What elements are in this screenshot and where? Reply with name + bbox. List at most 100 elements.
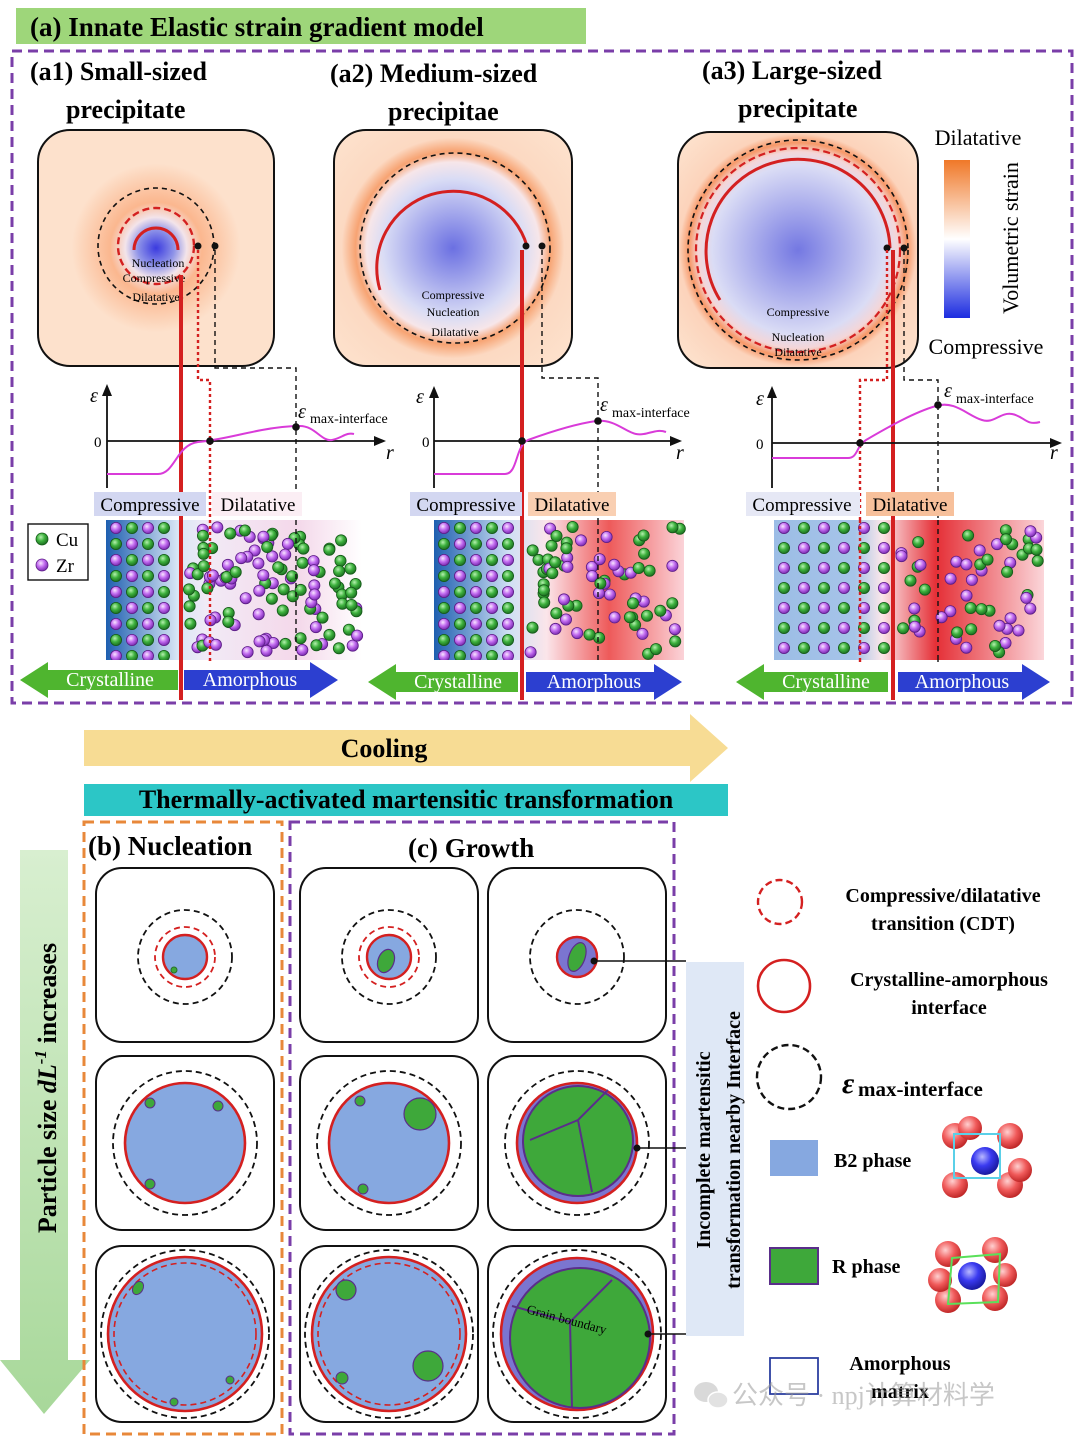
cu-atom: [798, 522, 811, 535]
colorbar-top-label: Dilatative: [935, 125, 1022, 150]
zr-atom: [209, 638, 222, 651]
cu-atom: [157, 554, 170, 567]
cu-atom: [197, 547, 210, 560]
cu-atom: [261, 541, 274, 554]
cu-atom: [666, 521, 679, 534]
zr-atom: [603, 588, 616, 601]
cu-atom: [550, 530, 563, 543]
zr-atom: [914, 559, 927, 572]
a3-emax: ε: [944, 380, 952, 402]
cu-atom: [501, 570, 514, 583]
cu-atom: [323, 543, 336, 556]
particle-size-label: Particle size dL-1 increases: [31, 943, 62, 1233]
zr-atom: [501, 586, 514, 599]
zr-atom: [878, 582, 891, 595]
a1-amorphous-label: Amorphous: [203, 669, 298, 691]
cu-atom: [486, 650, 498, 660]
cu-atom: [962, 529, 975, 542]
zr-atom: [110, 586, 123, 599]
zr-atom: [558, 593, 571, 606]
zr-atom: [935, 611, 948, 624]
zr-atom: [524, 646, 537, 659]
a1-crystalline-label: Crystalline: [66, 669, 154, 691]
zr-atom: [141, 522, 154, 535]
atom-cu-label: Cu: [56, 530, 79, 551]
cu-atom: [222, 615, 235, 628]
thermal-title-bg: [84, 784, 728, 816]
panel-a3-label-1: (a3) Large-sized: [702, 56, 882, 85]
zr-atom: [437, 554, 450, 567]
a3-label-compressive: Compressive: [767, 305, 830, 319]
zr-atom: [485, 570, 498, 583]
a2-emax: ε: [600, 394, 608, 416]
graph-a1: ε 0 r ε max-interface: [90, 384, 394, 488]
cu-atom: [654, 604, 667, 617]
cu-atom: [110, 538, 123, 551]
cu-atom: [310, 639, 323, 652]
section-c-title: (c) Growth: [408, 833, 534, 863]
cu-atom: [1001, 565, 1014, 578]
a1-emax-sub: max-interface: [310, 412, 388, 427]
zr-atom: [279, 548, 292, 561]
zr-atom: [206, 569, 219, 582]
cu-atom: [126, 522, 139, 535]
cu-atom: [294, 583, 307, 596]
zr-atom: [157, 634, 170, 647]
cu-atom: [141, 570, 154, 583]
cu-atom: [126, 650, 138, 660]
zr-atom: [593, 553, 606, 566]
zr-atom: [818, 602, 831, 615]
a1-label-compressive: Compressive: [123, 271, 186, 285]
a3-label-dilatative: Dilatative: [774, 345, 821, 359]
c-row3-cell-a: [299, 1245, 479, 1423]
a2-label-nucleation: Nucleation: [427, 305, 480, 319]
zr-atom: [858, 522, 871, 535]
cu-atom: [286, 570, 299, 583]
cu-atom: [1000, 533, 1013, 546]
legend-cai-line2: interface: [911, 997, 987, 1019]
cu-atom: [141, 602, 154, 615]
cu-atom: [583, 628, 596, 641]
a3-label-nucleation: Nucleation: [772, 330, 825, 344]
cu-atom: [526, 621, 539, 634]
cu-atom: [650, 643, 663, 656]
a1-emax: ε: [298, 401, 306, 423]
zr-atom: [798, 582, 811, 595]
cu-atom: [1030, 543, 1043, 556]
cu-atom: [333, 565, 346, 578]
atom-legend: Cu Zr: [27, 523, 89, 581]
cu-atom: [469, 602, 482, 615]
zr-atom: [253, 635, 266, 648]
cu-atom: [798, 562, 811, 575]
a1-region-compressive: Compressive: [100, 495, 199, 516]
cu-atom: [158, 650, 170, 660]
zr-atom: [437, 618, 450, 631]
zr-atom: [878, 542, 891, 555]
cu-atom: [272, 561, 285, 574]
incomplete-line1: Incomplete martensitic: [693, 1051, 715, 1248]
zr-atom: [351, 629, 364, 642]
colorbar-axis-label: Volumetric strain: [998, 162, 1023, 314]
a2-compressive-bg: [410, 492, 522, 516]
arrows-a2: Crystalline Amorphous: [368, 664, 682, 700]
cu-atom: [594, 577, 607, 590]
a2-region-compressive: Compressive: [416, 495, 515, 516]
cu-atom: [643, 564, 656, 577]
cu-atom: [110, 634, 123, 647]
legend-am-line1: Amorphous: [849, 1353, 950, 1375]
zr-atom: [469, 586, 482, 599]
cu-atom: [912, 536, 925, 549]
cu-atom: [904, 574, 917, 587]
zr-atom: [257, 530, 270, 543]
a2-dilatative-bg: [528, 492, 616, 516]
cu-atom: [637, 529, 650, 542]
a2-zero: 0: [422, 435, 430, 451]
cu-atom: [141, 634, 154, 647]
zr-atom: [950, 555, 963, 568]
arrows-a1: Crystalline Amorphous: [20, 662, 338, 698]
cu-atom: [838, 642, 851, 655]
legend-cdt-line2: transition (CDT): [871, 913, 1015, 935]
zr-atom: [157, 538, 170, 551]
cu-atom: [964, 602, 977, 615]
zr-atom: [960, 641, 973, 654]
